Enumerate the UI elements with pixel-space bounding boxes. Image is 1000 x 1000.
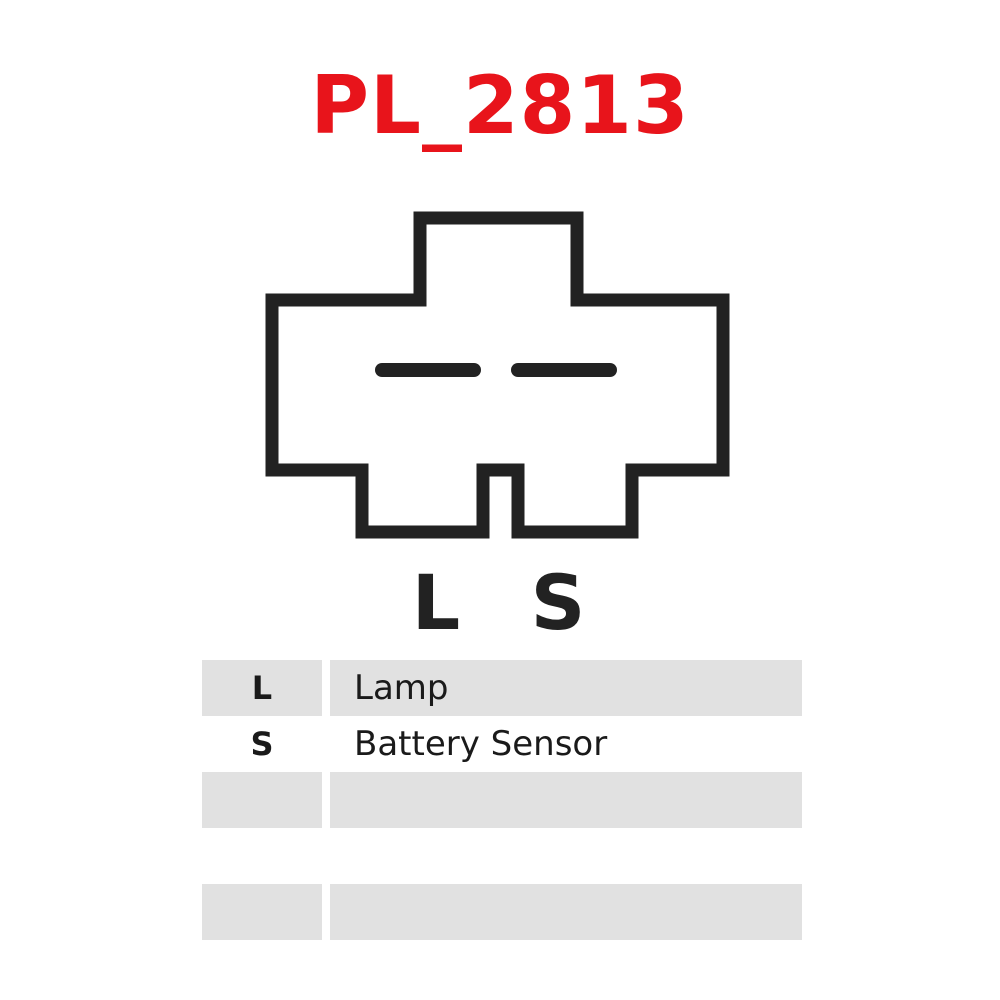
pin-code-cell: L (202, 660, 322, 716)
connector-diagram (265, 211, 730, 539)
table-row (202, 884, 802, 940)
pin-description-cell: Lamp (330, 660, 802, 716)
table-row: S Battery Sensor (202, 716, 802, 772)
pin-description-cell: Battery Sensor (354, 724, 608, 764)
pin-code-cell (202, 884, 322, 940)
pin-code-cell: S (250, 725, 274, 763)
pin-description-cell (330, 828, 802, 884)
pin-description-cell (330, 772, 802, 828)
pin-code-cell (202, 772, 322, 828)
connector-title: PL_2813 (310, 59, 690, 152)
pin-label-s: S (530, 558, 586, 647)
pin-code-cell (202, 828, 322, 884)
table-row: L Lamp (202, 660, 802, 716)
table-row (202, 772, 802, 828)
pin-label-l: L (411, 558, 461, 647)
pin-table: L Lamp S Battery Sensor (202, 660, 802, 940)
table-row (202, 828, 802, 884)
connector-outline (265, 211, 730, 539)
pin-description-cell (330, 884, 802, 940)
